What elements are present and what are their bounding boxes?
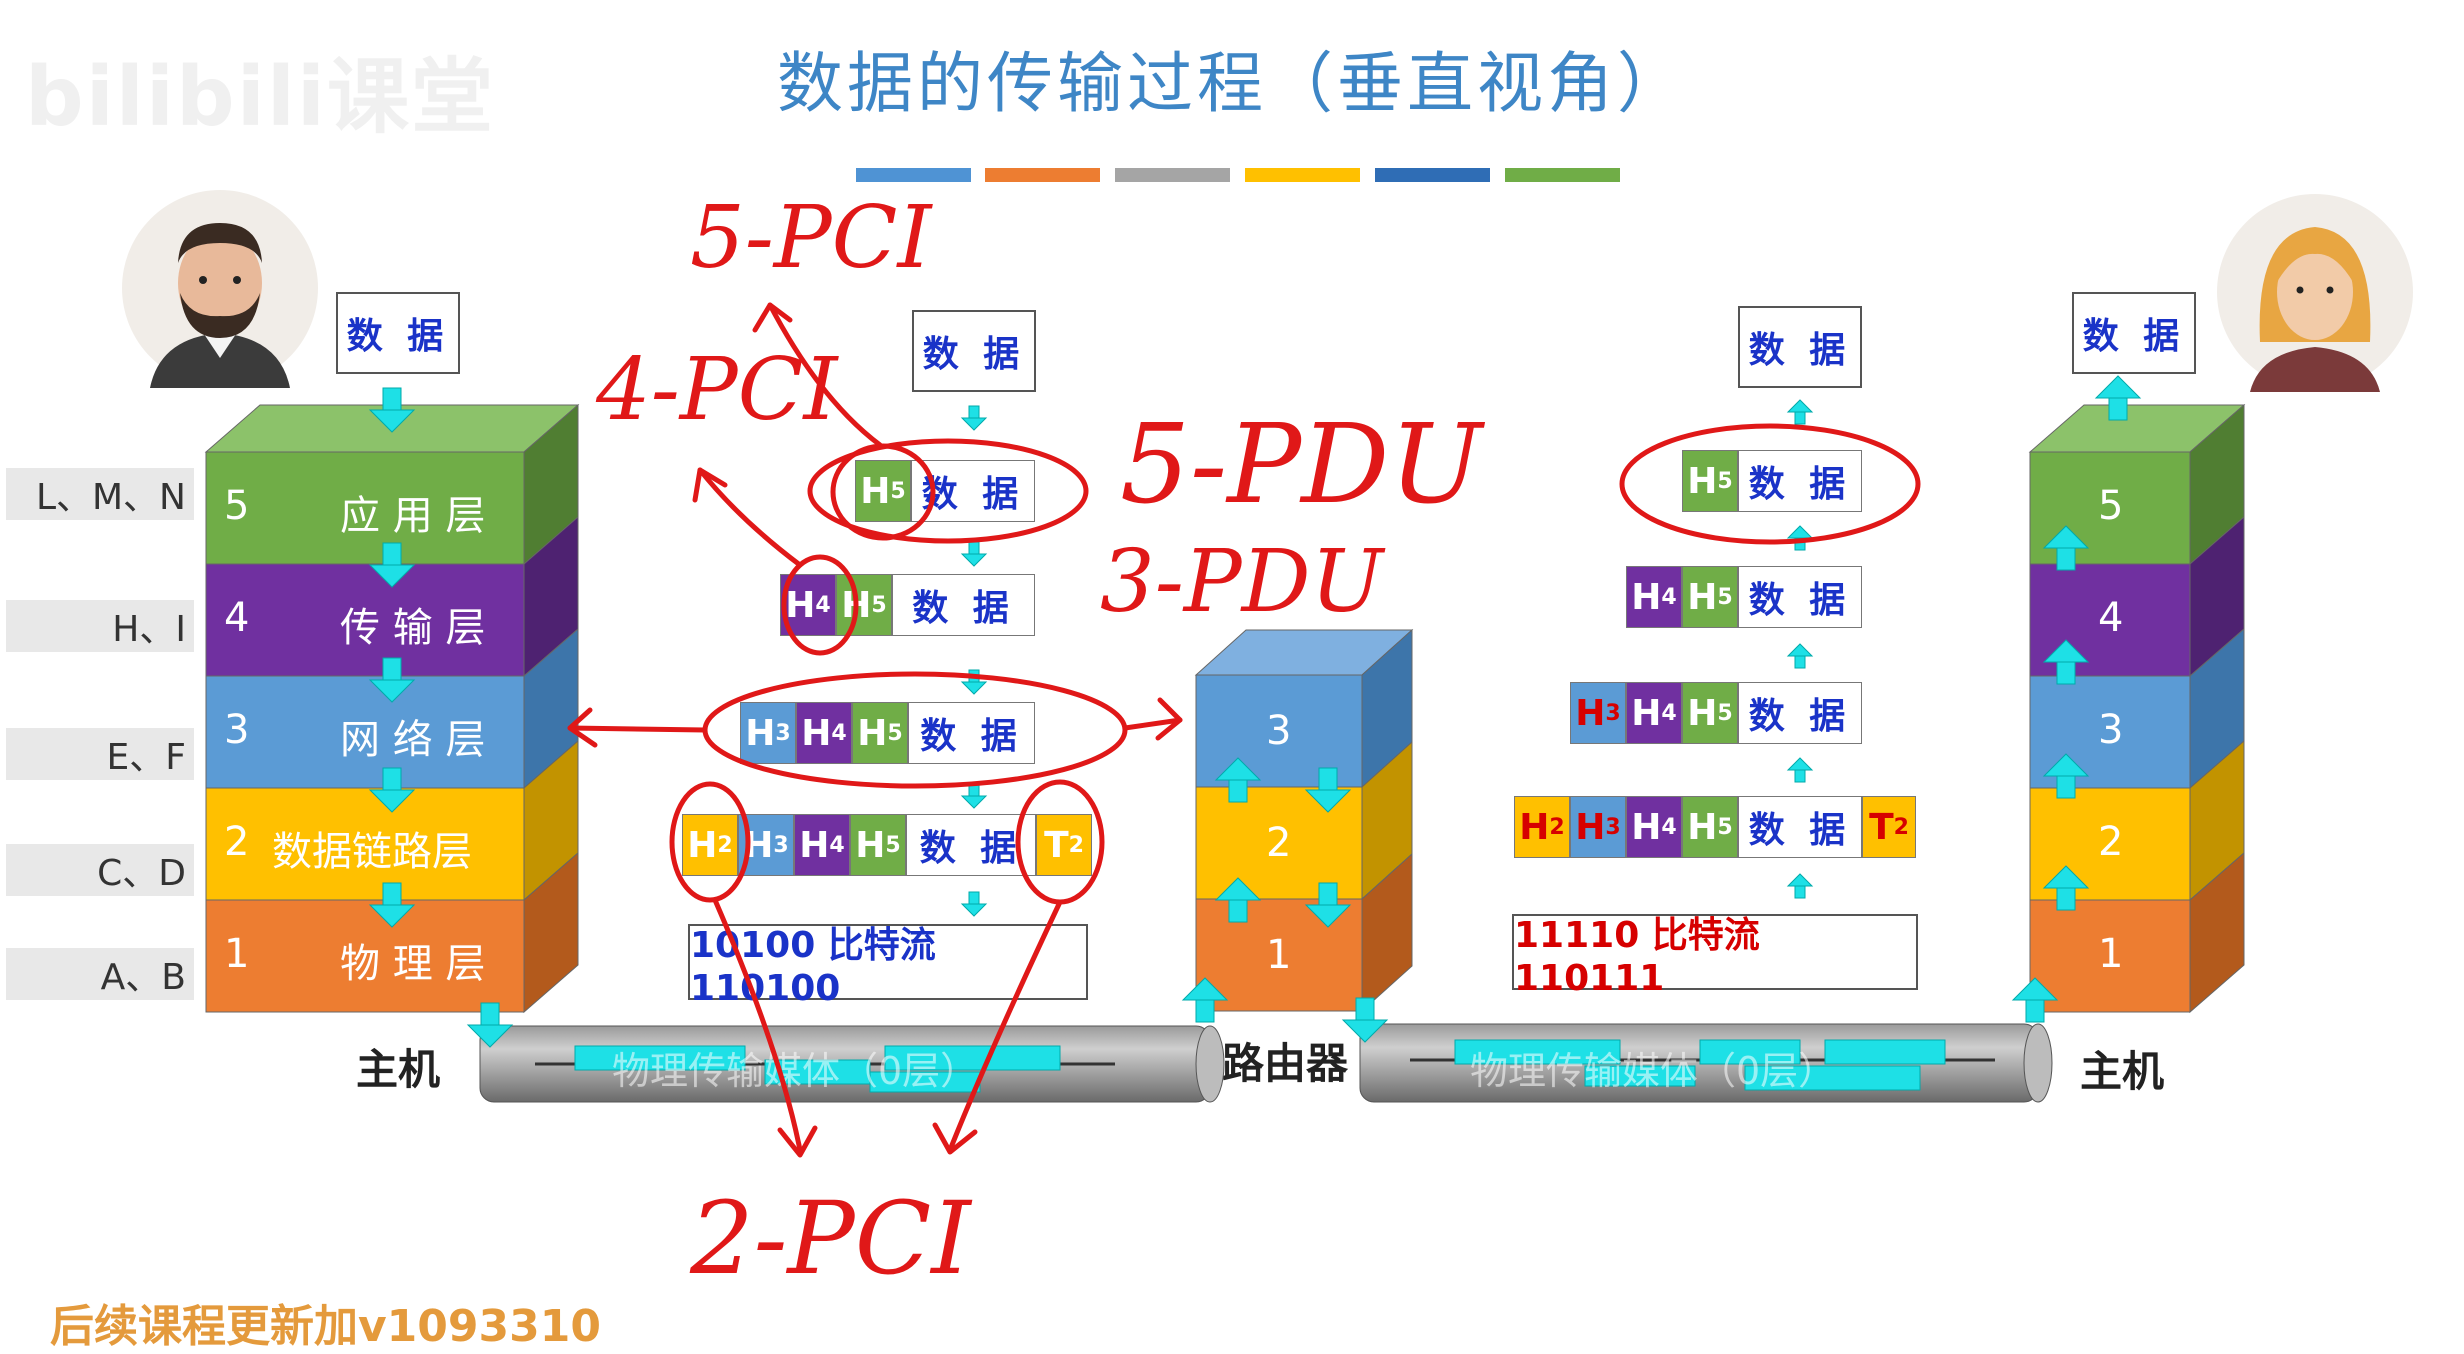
right-bitstream: 11110 比特流 110111 bbox=[1512, 914, 1918, 999]
left-host-data-box: 数 据 bbox=[336, 292, 460, 374]
data-segment: 数 据 bbox=[906, 814, 1036, 876]
right-layer-num: 3 bbox=[2098, 707, 2124, 753]
medium-label-right: 物理传输媒体（0层） bbox=[1470, 1049, 1837, 1093]
color-bar-segment bbox=[1505, 168, 1620, 182]
router-layer-num: 1 bbox=[1266, 932, 1292, 978]
annotation-5-pci: 5-PCI bbox=[690, 188, 932, 288]
side-label: L、M、N bbox=[6, 468, 194, 520]
left-layer-num: 1 bbox=[224, 931, 250, 977]
left-layer-num: 2 bbox=[224, 819, 250, 865]
data-segment: 数 据 bbox=[1738, 566, 1862, 628]
medium-label-left: 物理传输媒体（0层） bbox=[612, 1049, 979, 1093]
color-bar-segment bbox=[985, 168, 1100, 182]
right-layer-num: 5 bbox=[2098, 483, 2124, 529]
color-bar-segment bbox=[856, 168, 971, 182]
left-layer-name: 网 络 层 bbox=[340, 717, 486, 763]
page-title: 数据的传输过程（垂直视角） bbox=[777, 45, 1687, 122]
data-segment: 数 据 bbox=[1738, 682, 1862, 744]
right-layer-num: 2 bbox=[2098, 819, 2124, 865]
avatar-female bbox=[2217, 194, 2413, 392]
left-layer-name: 传 输 层 bbox=[340, 605, 486, 651]
left-encap-data-box: 数 据 bbox=[912, 310, 1036, 392]
side-label: E、F bbox=[6, 728, 194, 780]
router-3d bbox=[1194, 628, 1414, 1013]
avatar-male bbox=[122, 190, 318, 388]
left-layer-name: 数据链路层 bbox=[272, 829, 472, 875]
right-host-caption: 主机 bbox=[2080, 1047, 2165, 1096]
router-layer-num: 2 bbox=[1266, 820, 1292, 866]
left-layer-name: 应 用 层 bbox=[340, 493, 486, 539]
color-bar-segment bbox=[1375, 168, 1490, 182]
annotation-3-pdu: 3-PDU bbox=[1100, 532, 1384, 632]
annotation-2-pci: 2-PCI bbox=[690, 1180, 971, 1297]
left-host-caption: 主机 bbox=[356, 1045, 441, 1094]
data-segment: 数 据 bbox=[1738, 796, 1862, 858]
left-layer-num: 4 bbox=[224, 595, 250, 641]
side-label: C、D bbox=[6, 844, 194, 896]
side-label: A、B bbox=[6, 948, 194, 1000]
right-layer-num: 1 bbox=[2098, 931, 2124, 977]
right-layer-num: 4 bbox=[2098, 595, 2124, 641]
right-host-data-box: 数 据 bbox=[2072, 292, 2196, 374]
router-caption: 路由器 bbox=[1222, 1039, 1349, 1088]
left-layer-name: 物 理 层 bbox=[340, 941, 486, 987]
left-layer-num: 3 bbox=[224, 707, 250, 753]
data-segment: 数 据 bbox=[1738, 450, 1862, 512]
data-segment: 数 据 bbox=[908, 702, 1035, 764]
watermark: bilibili课堂 bbox=[25, 50, 496, 145]
transmission-media bbox=[479, 1023, 2053, 1103]
right-decap-data-box: 数 据 bbox=[1738, 306, 1862, 388]
footer-text: 后续课程更新加v1093310 bbox=[50, 1301, 601, 1352]
color-bar-segment bbox=[1115, 168, 1230, 182]
handwritten-annotations bbox=[567, 302, 1921, 1158]
router-layer-num: 3 bbox=[1266, 708, 1292, 754]
left-layer-num: 5 bbox=[224, 483, 250, 529]
left-stack-3d bbox=[204, 403, 580, 1014]
color-bar-segment bbox=[1245, 168, 1360, 182]
side-label: H、I bbox=[6, 600, 194, 652]
annotation-5-pdu: 5-PDU bbox=[1120, 400, 1483, 528]
annotation-4-pci: 4-PCI bbox=[596, 340, 838, 440]
data-segment: 数 据 bbox=[892, 574, 1035, 636]
